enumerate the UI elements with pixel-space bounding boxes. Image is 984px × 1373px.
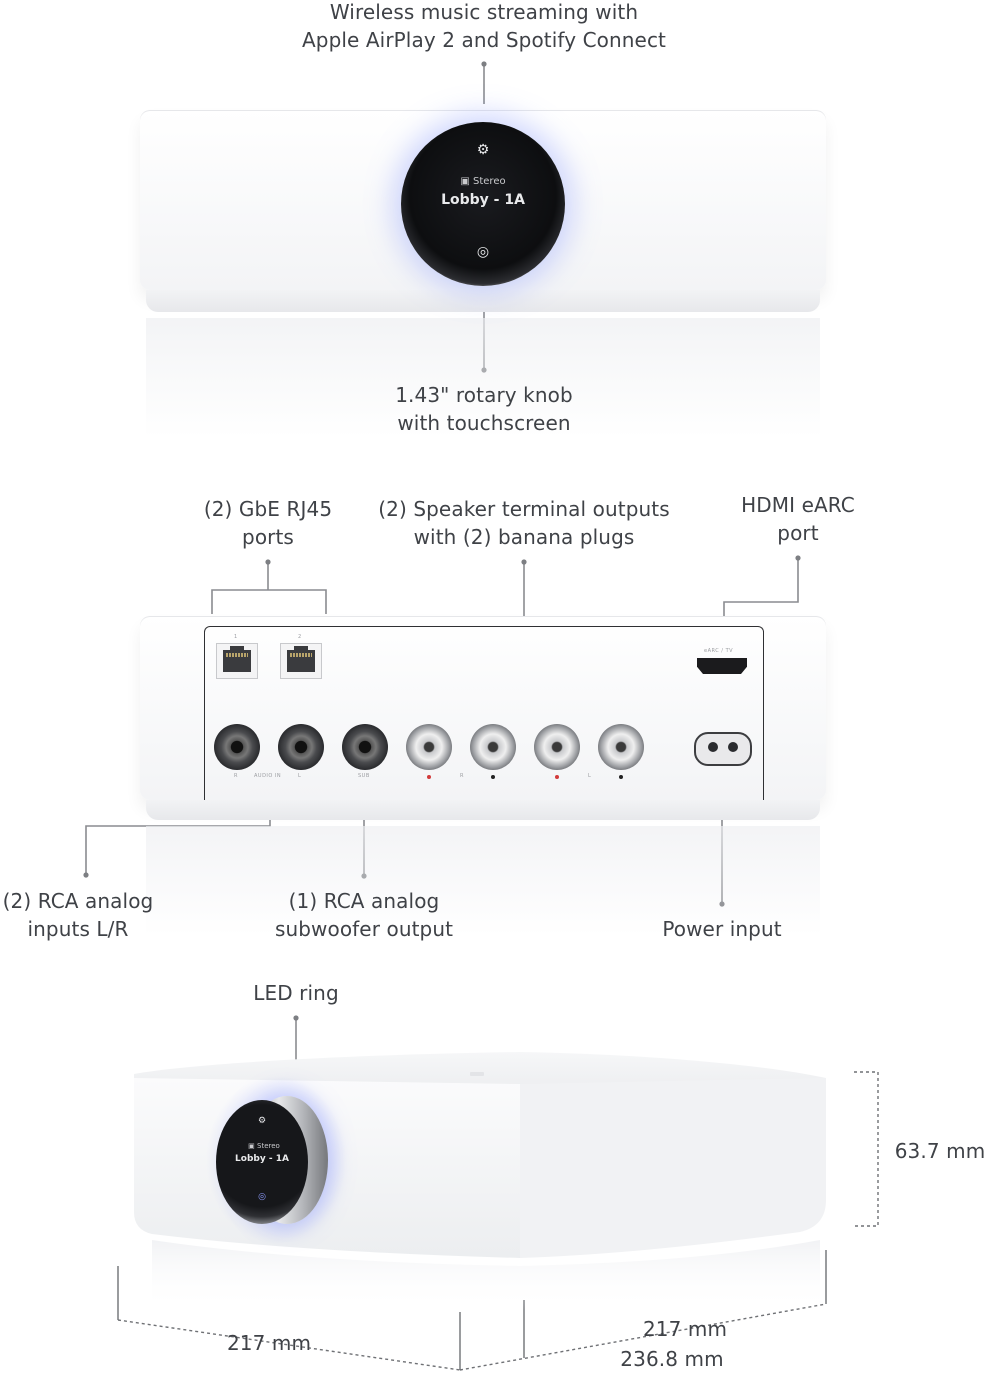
rca-l-marking: L bbox=[298, 773, 302, 779]
knob-label-line-2: with touchscreen bbox=[397, 411, 571, 435]
hdmi-label-line-2: port bbox=[777, 521, 819, 545]
audio-in-marking: AUDIO IN bbox=[254, 773, 282, 779]
negative-marker-l bbox=[619, 775, 623, 779]
knob-mode-text: Stereo bbox=[473, 176, 506, 187]
speaker-label-line-1: (2) Speaker terminal outputs bbox=[378, 497, 670, 521]
speaker-terminal-l-negative[interactable] bbox=[598, 724, 644, 770]
streaming-label-line-2: Apple AirPlay 2 and Spotify Connect bbox=[302, 28, 666, 52]
iso-knob-screen[interactable]: ⚙ ▣ Stereo Lobby - 1A ◎ bbox=[216, 1100, 308, 1224]
target-icon[interactable]: ◎ bbox=[476, 244, 490, 260]
rear-panel bbox=[204, 626, 764, 801]
hdmi-label: HDMI eARC port bbox=[718, 491, 878, 547]
side-depth-total-dimension: 236.8 mm bbox=[620, 1347, 724, 1371]
streaming-label-line-1: Wireless music streaming with bbox=[329, 0, 639, 24]
rca-input-right[interactable] bbox=[214, 724, 260, 770]
streaming-label: Wireless music streaming with Apple AirP… bbox=[230, 0, 738, 54]
negative-marker-r bbox=[491, 775, 495, 779]
subwoofer-label-line-2: subwoofer output bbox=[274, 917, 454, 941]
rj45-2-marking: 2 bbox=[298, 634, 302, 640]
rca-inputs-label-line-2: inputs L/R bbox=[27, 917, 129, 941]
power-pin-right bbox=[728, 742, 738, 752]
rca-r-marking: R bbox=[234, 773, 238, 779]
height-dimension: 63.7 mm bbox=[894, 1139, 984, 1163]
power-pin-left bbox=[708, 742, 718, 752]
sub-marking: SUB bbox=[358, 773, 370, 779]
rca-input-left[interactable] bbox=[278, 724, 324, 770]
hdmi-port[interactable] bbox=[697, 658, 747, 674]
knob-label-line-1: 1.43" rotary knob bbox=[395, 383, 573, 407]
rj45-port-2[interactable] bbox=[280, 643, 322, 679]
front-width-dimension: 217 mm bbox=[226, 1331, 312, 1355]
iso-mode-text: Stereo bbox=[257, 1142, 280, 1150]
iso-zone-label: Lobby - 1A bbox=[235, 1154, 289, 1164]
hdmi-marking: eARC / TV bbox=[704, 648, 734, 654]
iso-target-icon[interactable]: ◎ bbox=[258, 1192, 266, 1202]
speaker-icon: ▣ bbox=[460, 176, 474, 187]
front-device-reflection bbox=[146, 318, 820, 438]
speaker-label-line-2: with (2) banana plugs bbox=[413, 525, 635, 549]
front-device-base bbox=[146, 290, 820, 312]
iso-speaker-icon: ▣ bbox=[248, 1142, 258, 1150]
led-ring-label: LED ring bbox=[253, 981, 339, 1005]
subwoofer-label-line-1: (1) RCA analog bbox=[288, 889, 440, 913]
speaker-terminal-r-negative[interactable] bbox=[470, 724, 516, 770]
speaker-terminal-r-positive[interactable] bbox=[406, 724, 452, 770]
speaker-terminal-l-positive[interactable] bbox=[534, 724, 580, 770]
rj45-label-line-2: ports bbox=[242, 525, 294, 549]
positive-marker-l bbox=[555, 775, 559, 779]
rj45-label-line-1: (2) GbE RJ45 bbox=[203, 497, 333, 521]
rear-device-base bbox=[146, 800, 820, 820]
rear-device-reflection bbox=[146, 826, 820, 936]
power-inlet[interactable] bbox=[694, 732, 752, 766]
hdmi-label-line-1: HDMI eARC bbox=[741, 493, 855, 517]
rca-subwoofer-output[interactable] bbox=[342, 724, 388, 770]
speaker-label: (2) Speaker terminal outputs with (2) ba… bbox=[364, 495, 684, 551]
front-rotary-knob[interactable]: ⚙ ▣ Stereo Lobby - 1A ◎ bbox=[401, 122, 565, 286]
knob-label: 1.43" rotary knob with touchscreen bbox=[334, 381, 634, 437]
power-input-label: Power input bbox=[662, 917, 782, 941]
rj45-port-1[interactable] bbox=[216, 643, 258, 679]
subwoofer-label: (1) RCA analog subwoofer output bbox=[254, 887, 474, 943]
iso-gear-icon[interactable]: ⚙ bbox=[257, 1116, 267, 1126]
iso-mode-label: ▣ Stereo bbox=[234, 1142, 294, 1150]
gear-icon[interactable]: ⚙ bbox=[476, 142, 490, 158]
rj45-label: (2) GbE RJ45 ports bbox=[178, 495, 358, 551]
knob-zone-label: Lobby - 1A bbox=[441, 192, 525, 208]
speaker-r-marking: R bbox=[460, 773, 464, 779]
rca-inputs-label-line-1: (2) RCA analog bbox=[2, 889, 154, 913]
rj45-1-marking: 1 bbox=[234, 634, 238, 640]
speaker-l-marking: L bbox=[588, 773, 592, 779]
side-depth-dimension: 217 mm bbox=[642, 1317, 728, 1341]
positive-marker-r bbox=[427, 775, 431, 779]
knob-mode-label: ▣ Stereo bbox=[443, 176, 523, 187]
rca-inputs-label: (2) RCA analog inputs L/R bbox=[0, 887, 168, 943]
